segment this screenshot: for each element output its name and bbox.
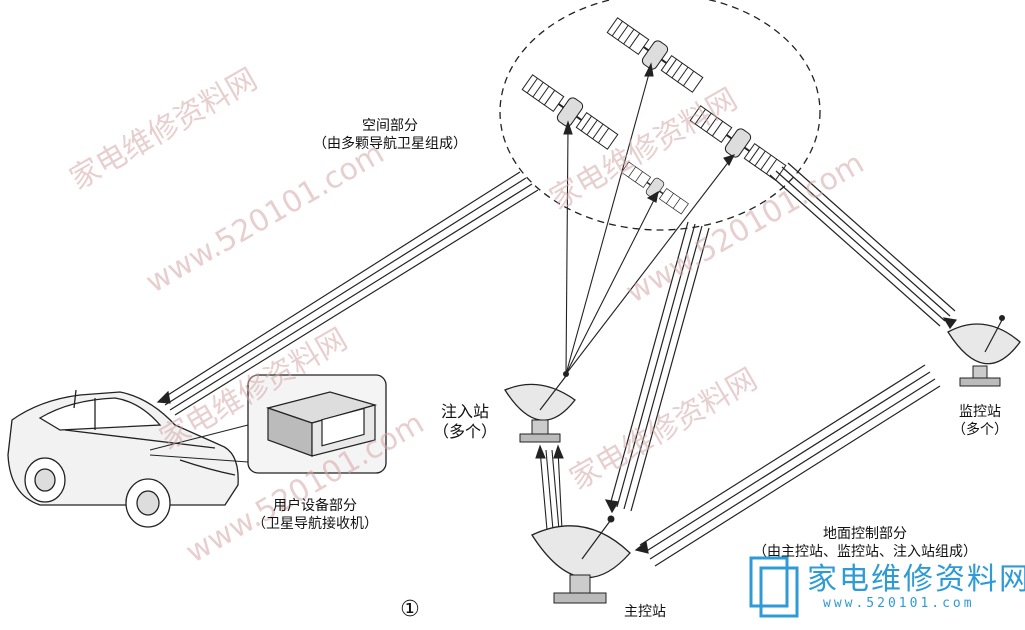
injection-station-label: 注入站 （多个）: [420, 402, 510, 442]
master-station-label: 主控站: [624, 604, 666, 620]
master-station-dish-icon: [531, 515, 631, 604]
satellite-icon: [621, 161, 689, 215]
signal-beam-monitor-to-master: [634, 364, 941, 567]
ground-control-label: 地面控制部分 （由主控站、监控站、注入站组成）: [705, 526, 1025, 561]
car-icon: [7, 389, 239, 528]
space-segment-title: 空间部分: [362, 118, 418, 134]
logo-frame-icon: [749, 556, 799, 618]
user-segment-title: 用户设备部分: [273, 498, 357, 514]
watermark-logo: 家电维修资料网 www.520101.com: [745, 548, 1025, 630]
satellite-icon: [606, 17, 704, 93]
watermark-logo-url: www.520101.com: [823, 596, 975, 611]
user-segment-subtitle: （卫星导航接收机）: [252, 515, 378, 532]
satellite-icon: [689, 105, 787, 181]
uplink-lines: [563, 62, 736, 375]
monitor-station-dish-icon: [947, 315, 1021, 387]
injection-station-dish-icon: [504, 371, 576, 443]
monitor-station-title: 监控站: [959, 404, 1001, 420]
user-segment-label: 用户设备部分 （卫星导航接收机）: [230, 498, 400, 533]
navigation-receiver-icon: [265, 391, 378, 457]
signal-beam-space-to-master: [604, 221, 710, 514]
signal-beam-space-to-car: [156, 171, 539, 416]
inset-pointer: [149, 424, 249, 451]
satellite-icon: [521, 74, 619, 150]
signal-beam-space-to-monitor: [769, 162, 958, 330]
monitor-station-label: 监控站 （多个）: [935, 404, 1025, 439]
injection-master-link: [535, 444, 564, 531]
ground-control-subtitle: （由主控站、监控站、注入站组成）: [753, 543, 977, 560]
monitor-station-subtitle: （多个）: [952, 421, 1008, 438]
inset-pointer: [149, 454, 249, 463]
space-segment-boundary: [499, 0, 821, 231]
space-segment-subtitle: （由多颗导航卫星组成）: [313, 135, 467, 152]
watermark-logo-cn: 家电维修资料网: [807, 562, 1025, 597]
ground-control-title: 地面控制部分: [823, 526, 907, 542]
injection-station-subtitle: （多个）: [432, 422, 497, 441]
injection-station-title: 注入站: [440, 402, 489, 421]
figure-number: ①: [400, 597, 420, 622]
space-segment-label: 空间部分 （由多颗导航卫星组成）: [275, 118, 505, 153]
